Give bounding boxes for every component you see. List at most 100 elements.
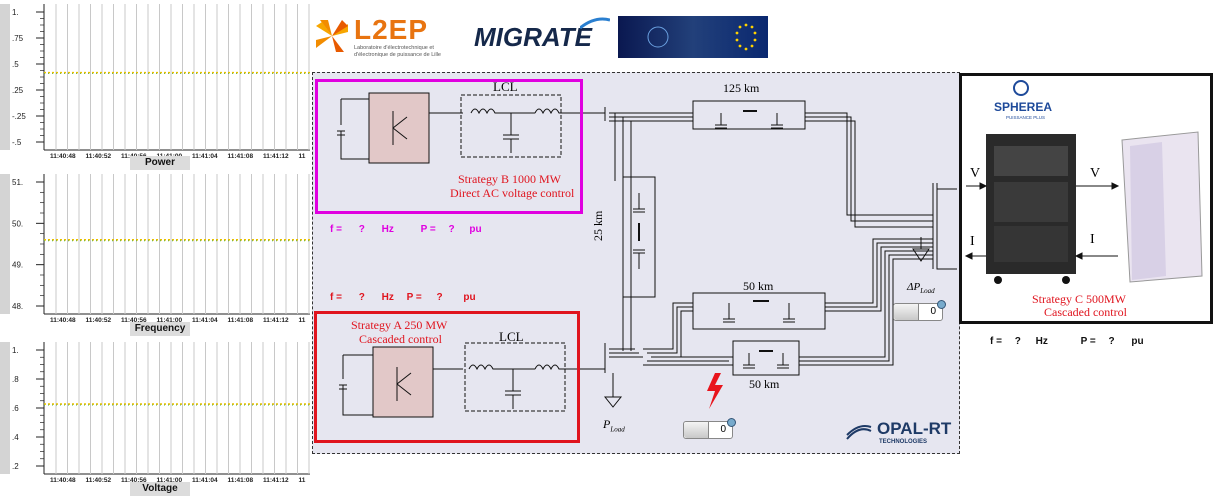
l2ep-flower-icon bbox=[312, 16, 352, 56]
chart-scroll-gutter[interactable] bbox=[0, 342, 10, 474]
x-tick-label: 11:41:12 bbox=[263, 153, 289, 160]
y-tick-label: 51. bbox=[12, 178, 23, 187]
opal-rt-logo: OPAL-RT TECHNOLOGIES bbox=[845, 419, 957, 449]
x-tick-label: 11:41:08 bbox=[228, 477, 254, 484]
chart-scroll-gutter[interactable] bbox=[0, 174, 10, 314]
spherea-subtitle: PUISSANCE PLUS bbox=[1006, 115, 1045, 120]
strategy-c-f-value: ? bbox=[1015, 336, 1021, 347]
fault-lightning-icon bbox=[707, 373, 723, 409]
line-25km-label: 25 km bbox=[591, 211, 606, 241]
y-tick-label: .5 bbox=[12, 60, 19, 69]
y-tick-label: .25 bbox=[12, 86, 24, 95]
strategy-b-p-value: ? bbox=[449, 224, 455, 235]
load-step-toggle-button[interactable] bbox=[894, 304, 919, 320]
strategy-c-readout: f = ? Hz P = ? pu bbox=[990, 336, 1144, 347]
p-load-label: PLoad bbox=[603, 417, 625, 433]
opal-rt-subtitle: TECHNOLOGIES bbox=[879, 439, 927, 445]
voltage-chart: 1..8.6.4.211:40:4811:40:5211:40:5611:41:… bbox=[0, 338, 310, 498]
y-tick-label: .2 bbox=[12, 462, 19, 471]
strategy-b-f-unit: Hz bbox=[382, 224, 394, 235]
x-tick-label: 11:41:12 bbox=[263, 317, 289, 324]
strategy-a-p-value: ? bbox=[437, 292, 443, 303]
x-tick-label: 11:40:48 bbox=[50, 153, 76, 160]
strategy-c-p-value: ? bbox=[1109, 336, 1115, 347]
strategy-c-f-unit: Hz bbox=[1036, 336, 1048, 347]
strategy-a-f-unit: Hz bbox=[382, 292, 394, 303]
current-in-label: I bbox=[970, 234, 975, 250]
strategy-b-title: Strategy B 1000 MW bbox=[458, 172, 561, 187]
migrate-logo: MIGRATE bbox=[474, 16, 614, 56]
load-step-value: 0 bbox=[930, 306, 936, 317]
strategy-a-f-label: f = bbox=[330, 292, 342, 303]
chart-scroll-gutter[interactable] bbox=[0, 4, 10, 150]
strategy-b-subtitle: Direct AC voltage control bbox=[450, 186, 574, 201]
x-tick-label: 11:40:52 bbox=[86, 153, 112, 160]
migrate-text: MIGRATE bbox=[474, 22, 592, 53]
load-step-input[interactable]: 0 bbox=[893, 303, 943, 321]
strategy-a-box: Strategy A 250 MW Cascaded control bbox=[314, 311, 580, 443]
x-tick-label: 11:40:52 bbox=[86, 317, 112, 324]
strategy-b-f-value: ? bbox=[359, 224, 365, 235]
x-tick-label: 11:41:08 bbox=[228, 317, 254, 324]
fault-input[interactable]: 0 bbox=[683, 421, 733, 439]
fault-toggle-button[interactable] bbox=[684, 422, 709, 438]
l2ep-name: L2EP bbox=[354, 14, 428, 46]
strategy-b-p-label: P = bbox=[421, 224, 436, 235]
strategy-b-f-label: f = bbox=[330, 224, 342, 235]
y-tick-label: -.25 bbox=[12, 112, 26, 121]
strategy-a-p-label: P = bbox=[407, 292, 422, 303]
power-chart-title: Power bbox=[130, 156, 190, 170]
strategy-c-p-label: P = bbox=[1081, 336, 1096, 347]
line-125km-label: 125 km bbox=[723, 81, 759, 96]
line-50km-upper-label: 50 km bbox=[743, 279, 773, 294]
power-chart: 1..75.5.25-.25-.511:40:4811:40:5211:40:5… bbox=[0, 0, 310, 160]
x-tick-label: 11:40:48 bbox=[50, 477, 76, 484]
l2ep-subtitle-2: d'électronique de puissance de Lille bbox=[354, 52, 441, 58]
y-tick-label: 48. bbox=[12, 302, 23, 311]
strategy-c-subtitle: Cascaded control bbox=[1044, 305, 1127, 320]
voltage-in-label: V bbox=[970, 166, 980, 182]
load-step-indicator-icon bbox=[937, 300, 946, 309]
spherea-logo-icon bbox=[1014, 81, 1028, 95]
x-tick-label: 11:41:08 bbox=[228, 153, 254, 160]
opal-rt-name: OPAL-RT bbox=[877, 419, 951, 439]
eu-stars-icon bbox=[618, 16, 768, 58]
y-tick-label: .75 bbox=[12, 34, 24, 43]
x-tick-label: 11 bbox=[299, 153, 306, 160]
strategy-a-readout: f = ? Hz P = ? pu bbox=[330, 292, 476, 303]
eu-project-banner bbox=[618, 16, 768, 58]
strategy-c-box: SPHEREA PUISSANCE PLUS V V I I Strategy … bbox=[959, 73, 1213, 324]
strategy-b-readout: f = ? Hz P = ? pu bbox=[330, 224, 482, 235]
fault-value: 0 bbox=[720, 424, 726, 435]
strategy-a-subtitle: Cascaded control bbox=[359, 332, 442, 347]
x-tick-label: 11 bbox=[299, 477, 306, 484]
x-tick-label: 11:41:04 bbox=[192, 317, 218, 324]
x-tick-label: 11:41:12 bbox=[263, 477, 289, 484]
y-tick-label: .4 bbox=[12, 433, 19, 442]
y-tick-label: 1. bbox=[12, 346, 19, 355]
l2ep-logo: L2EP Laboratoire d'électrotechnique et d… bbox=[312, 14, 462, 60]
power-plot: 1..75.5.25-.25-.511:40:4811:40:5211:40:5… bbox=[0, 0, 310, 160]
y-tick-label: 49. bbox=[12, 261, 23, 270]
strategy-a-p-unit: pu bbox=[463, 292, 475, 303]
strategy-c-f-label: f = bbox=[990, 336, 1002, 347]
x-tick-label: 11 bbox=[299, 317, 306, 324]
y-tick-label: -.5 bbox=[12, 138, 22, 147]
x-tick-label: 11:41:04 bbox=[192, 153, 218, 160]
spherea-name: SPHEREA bbox=[994, 100, 1052, 114]
strategy-b-p-unit: pu bbox=[469, 224, 481, 235]
y-tick-label: 50. bbox=[12, 219, 23, 228]
y-tick-label: .8 bbox=[12, 375, 19, 384]
x-tick-label: 11:40:48 bbox=[50, 317, 76, 324]
voltage-out-label: V bbox=[1090, 166, 1100, 182]
x-tick-label: 11:40:52 bbox=[86, 477, 112, 484]
fault-indicator-icon bbox=[727, 418, 736, 427]
strategy-c-p-unit: pu bbox=[1131, 336, 1143, 347]
strategy-a-f-value: ? bbox=[359, 292, 365, 303]
x-tick-label: 11:41:04 bbox=[192, 477, 218, 484]
strategy-b-box: Strategy B 1000 MW Direct AC voltage con… bbox=[315, 79, 583, 214]
l2ep-subtitle-1: Laboratoire d'électrotechnique et bbox=[354, 45, 434, 51]
y-tick-label: 1. bbox=[12, 8, 19, 17]
